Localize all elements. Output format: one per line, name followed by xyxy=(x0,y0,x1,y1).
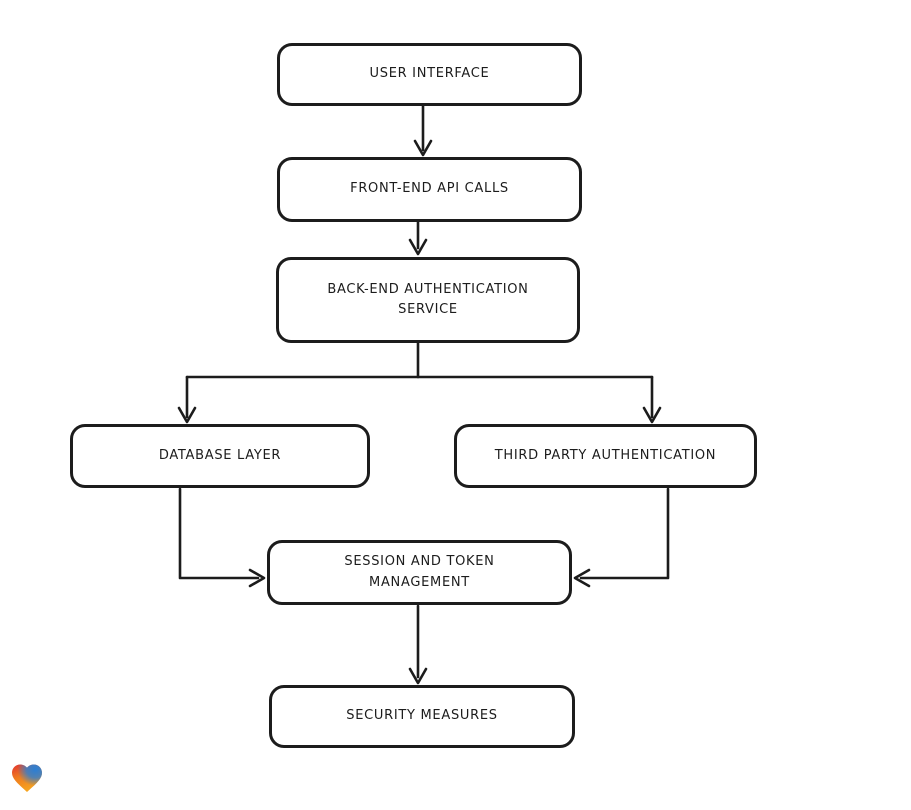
node-label: SESSION AND TOKEN MANAGEMENT xyxy=(344,554,495,590)
node-security-measures[interactable]: SECURITY MEASURES xyxy=(269,685,575,748)
heart-icon xyxy=(12,764,42,793)
node-session-and-token-management[interactable]: SESSION AND TOKEN MANAGEMENT xyxy=(267,540,572,605)
node-label: DATABASE LAYER xyxy=(158,447,282,463)
node-label: THIRD PARTY AUTHENTICATION xyxy=(494,447,717,463)
gradient-heart-logo[interactable] xyxy=(9,760,45,796)
node-label: SECURITY MEASURES xyxy=(346,708,498,724)
node-user-interface[interactable]: USER INTERFACE xyxy=(277,43,582,106)
node-label: USER INTERFACE xyxy=(369,66,490,82)
node-database-layer[interactable]: DATABASE LAYER xyxy=(70,424,370,488)
node-label: FRONT-END API CALLS xyxy=(350,181,509,197)
node-back-end-authentication-service[interactable]: BACK-END AUTHENTICATION SERVICE xyxy=(276,257,580,343)
node-third-party-authentication[interactable]: THIRD PARTY AUTHENTICATION xyxy=(454,424,757,488)
node-label: BACK-END AUTHENTICATION SERVICE xyxy=(327,281,529,317)
node-front-end-api-calls[interactable]: FRONT-END API CALLS xyxy=(277,157,582,222)
